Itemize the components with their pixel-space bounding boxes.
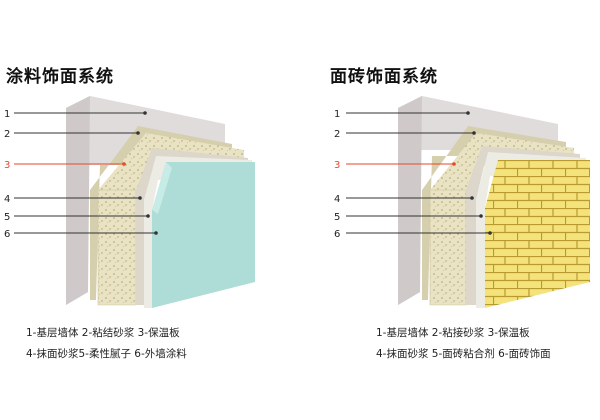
right-caption-line-1: 1-基层墙体 2-粘接砂浆 3-保温板 bbox=[376, 327, 530, 339]
right-tile-adhesive bbox=[476, 152, 586, 308]
left-leader-lines bbox=[14, 111, 158, 235]
left-layer-number-3: 3 bbox=[4, 160, 10, 171]
right-adhesive-mortar bbox=[422, 126, 566, 300]
right-base-wall-side bbox=[398, 96, 422, 305]
left-coating-bevel bbox=[152, 162, 172, 214]
left-panel-title: 涂料饰面系统 bbox=[6, 67, 114, 87]
right-panel-title: 面砖饰面系统 bbox=[330, 67, 438, 87]
right-layer-numbers: 1 2 3 4 5 6 bbox=[334, 109, 340, 240]
right-layer-number-4: 4 bbox=[334, 194, 340, 205]
left-insulation-edge bbox=[97, 189, 137, 306]
left-layer-number-2: 2 bbox=[4, 129, 10, 140]
left-layer-number-5: 5 bbox=[4, 212, 10, 223]
right-insulation-edge bbox=[429, 189, 467, 306]
right-layer-number-3: 3 bbox=[334, 160, 340, 171]
right-layer-number-6: 6 bbox=[334, 229, 340, 240]
left-base-wall-side bbox=[66, 96, 90, 305]
left-layer-number-4: 4 bbox=[4, 194, 10, 205]
right-leader-lines bbox=[346, 111, 492, 235]
left-caption-line-1: 1-基层墙体 2-粘结砂浆 3-保温板 bbox=[26, 327, 180, 339]
right-layer-number-2: 2 bbox=[334, 129, 340, 140]
left-wall-system bbox=[66, 96, 255, 308]
left-caption-line-2: 4-抹面砂浆5-柔性腻子 6-外墙涂料 bbox=[26, 348, 187, 360]
left-layer-number-1: 1 bbox=[4, 109, 10, 120]
right-tile-facing bbox=[485, 160, 590, 308]
right-caption-line-2: 4-抹面砂浆 5-面砖粘合剂 6-面砖饰面 bbox=[376, 348, 551, 360]
right-wall-system bbox=[398, 96, 590, 308]
right-layer-number-5: 5 bbox=[334, 212, 340, 223]
left-layer-numbers: 1 2 3 4 5 6 bbox=[4, 109, 10, 240]
left-layer-number-6: 6 bbox=[4, 229, 10, 240]
left-exterior-coating bbox=[152, 162, 255, 308]
right-layer-number-1: 1 bbox=[334, 109, 340, 120]
